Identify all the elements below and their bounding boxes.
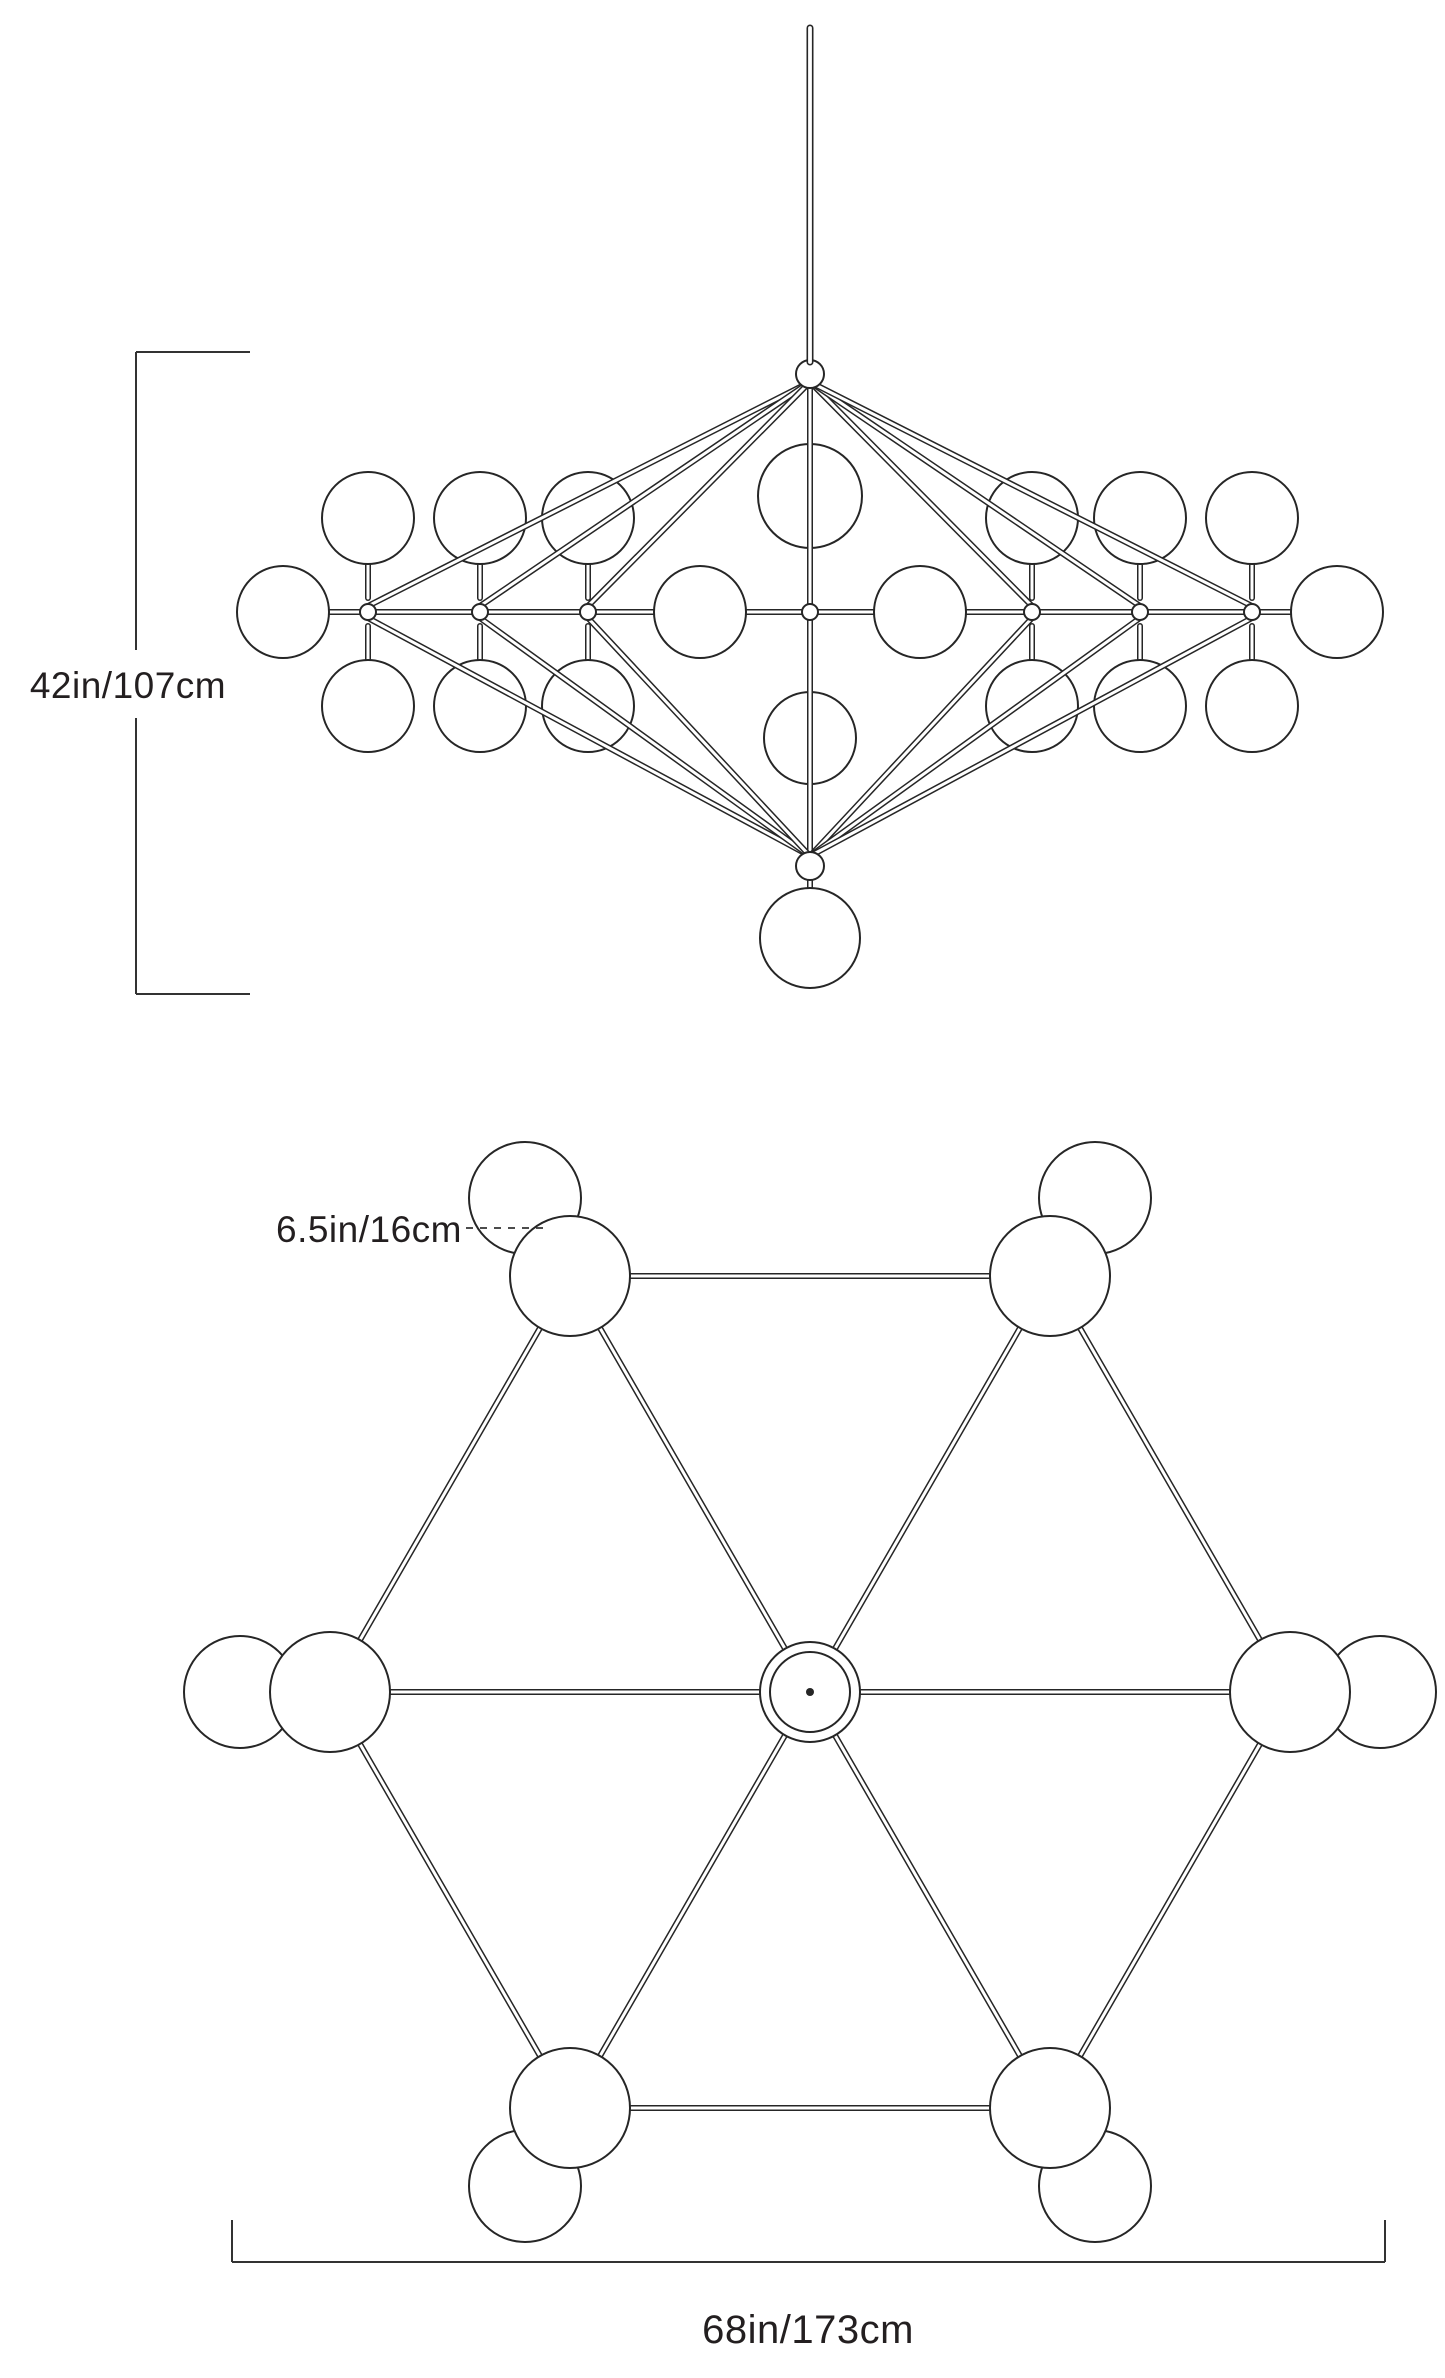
center-hub	[759, 1641, 861, 1743]
globe	[1205, 659, 1299, 753]
globe	[985, 471, 1079, 565]
globe	[509, 1215, 631, 1337]
globe	[321, 471, 415, 565]
globe	[873, 565, 967, 659]
globe	[321, 659, 415, 753]
arm-hub	[359, 603, 377, 621]
lattice-struts	[365, 379, 1255, 859]
globe	[541, 471, 635, 565]
plan-spokes	[327, 1273, 1293, 2111]
globe	[433, 659, 527, 753]
globe	[653, 565, 747, 659]
globe	[1205, 471, 1299, 565]
elevation-view	[236, 24, 1384, 989]
globe	[989, 1215, 1111, 1337]
globe	[1290, 565, 1384, 659]
width-dimension-line	[231, 2220, 1386, 2263]
arm-hub	[1131, 603, 1149, 621]
connector-hubs	[359, 359, 1261, 881]
height-dimension-bracket	[135, 351, 250, 995]
globe	[1093, 659, 1187, 753]
plan-hex-rim	[327, 1273, 1293, 2111]
plan-globes	[183, 1141, 1437, 2243]
globe	[989, 2047, 1111, 2169]
arm-hub	[801, 603, 819, 621]
height-dimension-label: 42in/107cm	[29, 665, 227, 706]
globe	[269, 1631, 391, 1753]
arm-hub	[1023, 603, 1041, 621]
globe	[1093, 471, 1187, 565]
width-dimension-label: 68in/173cm	[702, 2308, 914, 2352]
globe-diameter-label: 6.5in/16cm	[276, 1209, 462, 1250]
arm-hub	[471, 603, 489, 621]
globe	[236, 565, 330, 659]
bottom-apex-hub	[795, 851, 825, 881]
globe	[433, 471, 527, 565]
arm-hub	[579, 603, 597, 621]
globe	[1229, 1631, 1351, 1753]
elevation-globes	[236, 443, 1384, 989]
plan-view	[183, 1141, 1437, 2243]
arm-hub	[1243, 603, 1261, 621]
globe	[759, 887, 861, 989]
globe	[509, 2047, 631, 2169]
